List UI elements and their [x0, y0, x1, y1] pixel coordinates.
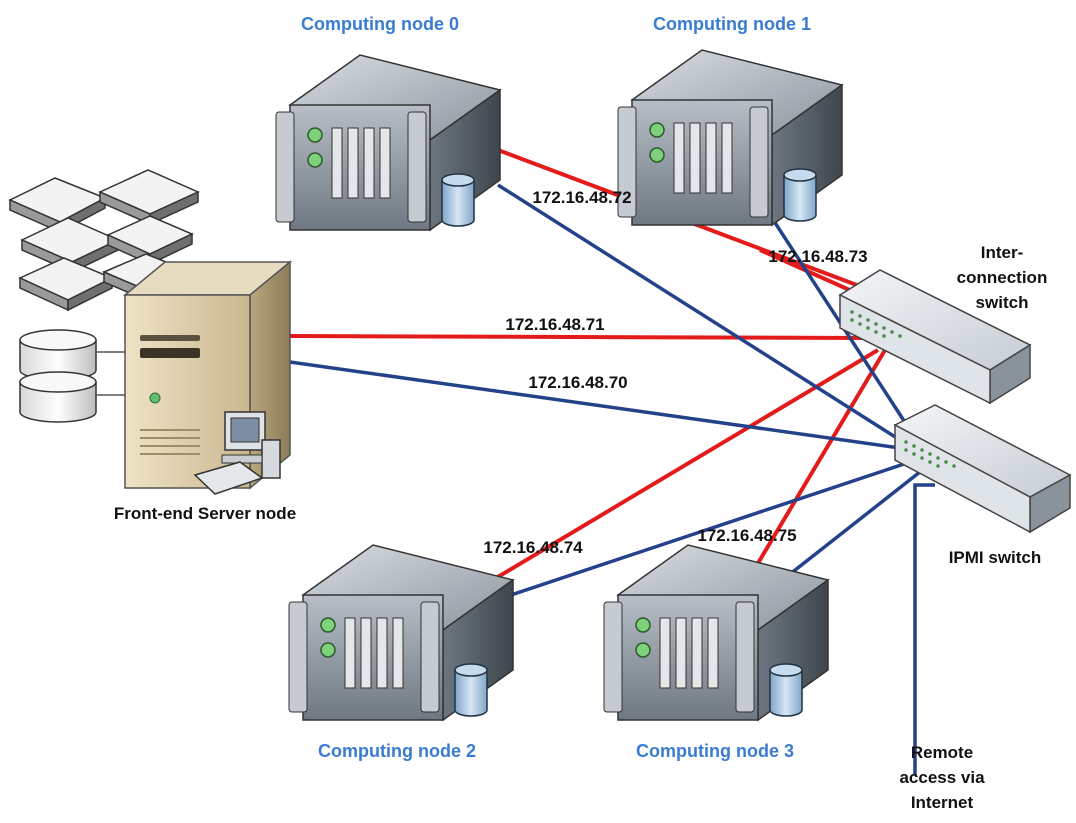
node1-label: Computing node 1 [653, 14, 811, 34]
network-switch-icon [893, 404, 1072, 534]
link-frontend-interconnect [289, 334, 871, 340]
node2-label: Computing node 2 [318, 741, 476, 761]
server-rack-node2 [288, 544, 515, 722]
disk-icon [19, 371, 97, 423]
link-ipmi-internet [913, 483, 935, 775]
storage-tiles [8, 169, 200, 312]
link-node2-interconnect [474, 348, 880, 592]
server-rack-node0 [275, 54, 502, 232]
storage-tile-icon [18, 257, 114, 312]
server-rack-icon [275, 54, 502, 232]
workstation-icon [193, 411, 281, 495]
ip-frontend-ipmi: 172.16.48.70 [528, 373, 627, 392]
frontend-label: Front-end Server node [114, 504, 296, 523]
frontend-disks [19, 329, 128, 423]
ip-frontend-interconnect: 172.16.48.71 [505, 315, 604, 334]
ip-node1: 172.16.48.73 [768, 247, 867, 266]
interconnect-switch-label-line2: connection [957, 268, 1048, 287]
remote-access-line3: Internet [911, 793, 974, 812]
database-icon [441, 173, 475, 227]
ip-node0: 172.16.48.72 [532, 188, 631, 207]
server-rack-node1 [617, 49, 844, 227]
ipmi-switch-label: IPMI switch [949, 548, 1042, 567]
database-icon [769, 663, 803, 717]
database-icon [454, 663, 488, 717]
ip-node3: 172.16.48.75 [697, 526, 796, 545]
node0-label: Computing node 0 [301, 14, 459, 34]
disk-icon [19, 329, 97, 381]
ip-node2: 172.16.48.74 [483, 538, 583, 557]
link-node2-ipmi [495, 460, 911, 602]
links [289, 148, 935, 775]
interconnect-switch-label-line3: switch [976, 293, 1029, 312]
link-node3-ipmi [783, 466, 927, 580]
remote-access-line2: access via [899, 768, 985, 787]
ipmi-switch [893, 404, 1072, 534]
database-icon [783, 168, 817, 222]
node3-label: Computing node 3 [636, 741, 794, 761]
storage-tile-icon [98, 169, 200, 226]
remote-access-line1: Remote [911, 743, 973, 762]
network-switch-icon [838, 269, 1032, 405]
link-node3-interconnect [743, 348, 887, 587]
link-frontend-ipmi [289, 360, 901, 450]
server-rack-icon [617, 49, 844, 227]
link-node0-ipmi [497, 183, 901, 442]
interconnect-switch [838, 269, 1032, 405]
server-rack-icon [603, 544, 830, 722]
server-rack-node3 [603, 544, 830, 722]
interconnect-switch-label-line1: Inter- [981, 243, 1024, 262]
